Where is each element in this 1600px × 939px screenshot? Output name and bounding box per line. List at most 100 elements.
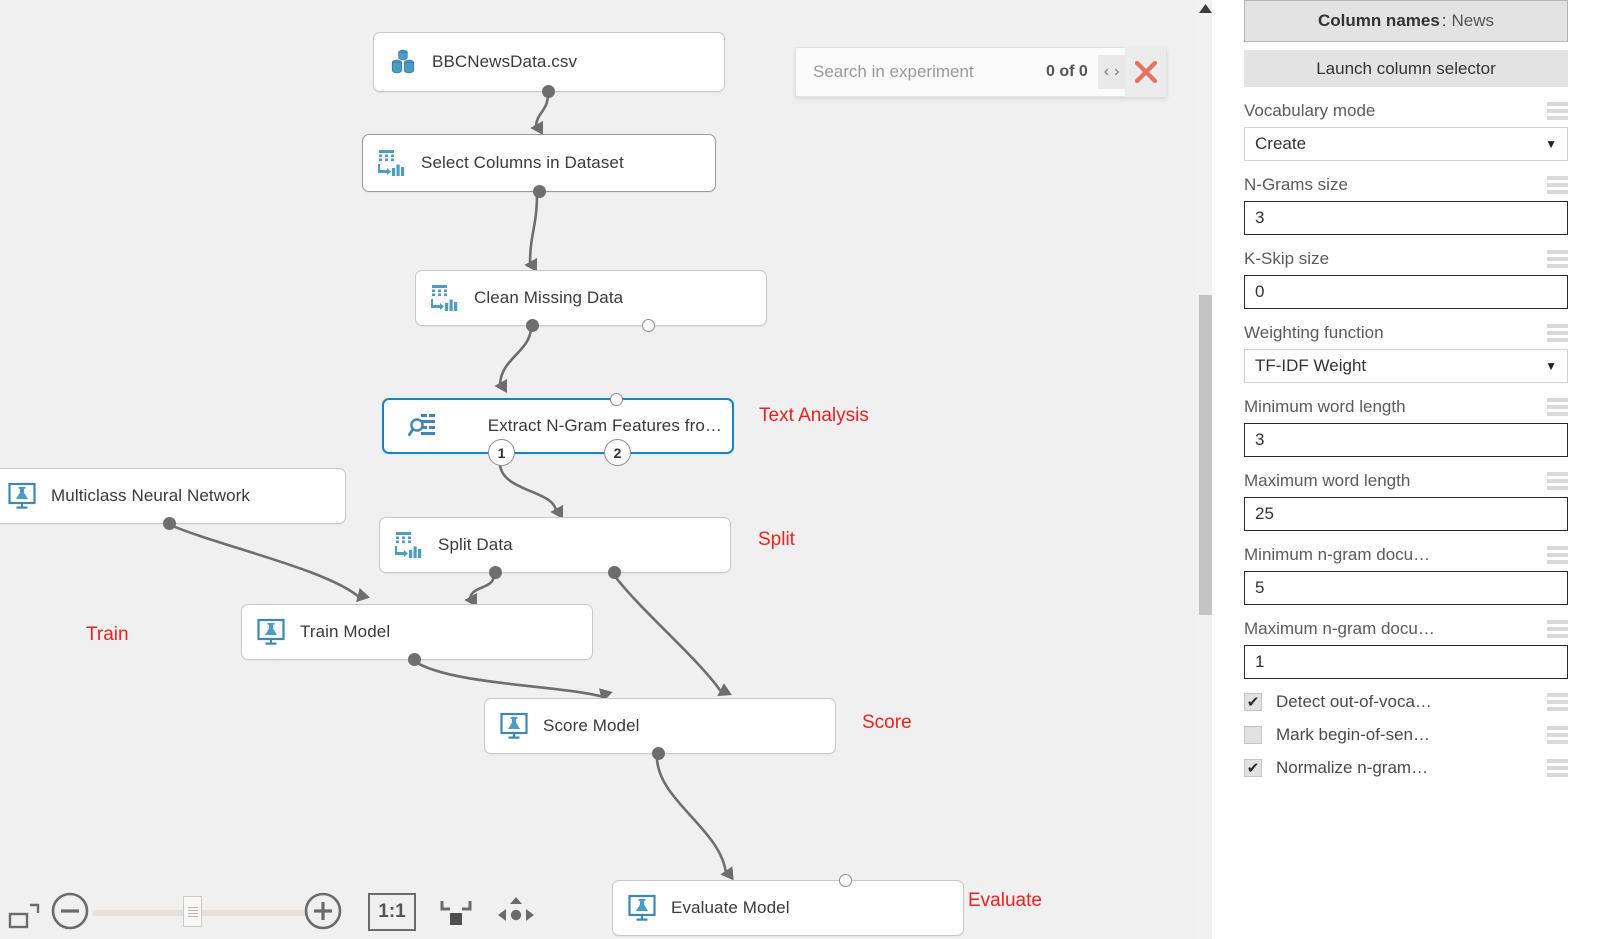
checkbox-label: Normalize n-gram…	[1276, 758, 1429, 777]
parameter-options-icon[interactable]	[1547, 620, 1568, 638]
annotation-evaluate: Evaluate	[968, 890, 1042, 911]
parameter-options-icon[interactable]	[1547, 472, 1568, 490]
fit-to-window-button[interactable]	[434, 897, 478, 931]
field-label: Minimum n-gram docu…	[1244, 545, 1431, 564]
checkbox-icon[interactable]	[1244, 726, 1262, 744]
field-label: Maximum n-gram docu…	[1244, 619, 1435, 638]
checkbox-label: Mark begin-of-sen…	[1276, 725, 1431, 744]
parameter-options-icon[interactable]	[1547, 250, 1568, 268]
field-maximum-word-length: Maximum word length 25	[1244, 471, 1568, 531]
checkbox-detect-out-of-vocabulary[interactable]: Detect out-of-voca…	[1244, 692, 1568, 712]
weighting-function-select[interactable]: TF-IDF Weight ▼	[1244, 349, 1568, 383]
node-label: Train Model	[300, 622, 391, 641]
node-select-columns-in-dataset[interactable]: Select Columns in Dataset	[362, 134, 716, 198]
node-evaluate-model[interactable]: Evaluate Model	[612, 874, 964, 936]
field-value: Create	[1255, 134, 1307, 153]
output-port-1[interactable]	[489, 566, 502, 579]
node-label: Extract N-Gram Features fro…	[487, 416, 722, 435]
model-icon	[627, 893, 657, 923]
output-port-2[interactable]: 2	[604, 439, 631, 466]
n-grams-size-input[interactable]: 3	[1244, 201, 1568, 235]
node-multiclass-neural-network[interactable]: Multiclass Neural Network	[0, 468, 346, 530]
output-port[interactable]	[163, 517, 176, 530]
table-icon	[377, 148, 407, 178]
maximum-word-length-input[interactable]: 25	[1244, 497, 1568, 531]
annotation-train: Train	[86, 624, 129, 645]
zoom-out-button[interactable]	[50, 891, 90, 931]
actual-size-button[interactable]: 1:1	[368, 893, 416, 931]
output-port-1[interactable]: 1	[488, 439, 515, 466]
node-label: Split Data	[438, 535, 513, 554]
node-extract-n-gram-features[interactable]: Extract N-Gram Features fro… 1 2	[382, 393, 734, 466]
minimum-n-gram-document-input[interactable]: 5	[1244, 571, 1568, 605]
checkbox-mark-begin-of-sentence[interactable]: Mark begin-of-sen…	[1244, 725, 1568, 745]
search-in-experiment-box[interactable]: 0 of 0 ‹ ›	[795, 47, 1167, 97]
parameter-options-icon[interactable]	[1547, 726, 1568, 744]
search-next-icon[interactable]: ›	[1114, 63, 1120, 80]
node-label: Select Columns in Dataset	[421, 153, 624, 172]
field-label: Maximum word length	[1244, 471, 1411, 490]
output-port-1[interactable]	[526, 319, 539, 332]
ngram-icon	[407, 411, 438, 441]
experiment-canvas[interactable]: BBCNewsData.csv Select Columns in Datase…	[0, 0, 1212, 939]
checkbox-label: Detect out-of-voca…	[1276, 692, 1432, 711]
scroll-up-arrow-icon[interactable]	[1199, 4, 1212, 16]
output-port[interactable]	[408, 653, 421, 666]
node-bbcnewsdata-csv[interactable]: BBCNewsData.csv	[373, 32, 725, 98]
node-score-model[interactable]: Score Model	[484, 698, 836, 760]
field-label: K-Skip size	[1244, 249, 1330, 268]
parameter-options-icon[interactable]	[1547, 759, 1568, 777]
dataset-icon	[388, 47, 418, 77]
node-label: Multiclass Neural Network	[51, 486, 250, 505]
table-icon	[394, 530, 424, 560]
search-result-count: 0 of 0	[1046, 63, 1088, 80]
input-port-2[interactable]	[610, 393, 623, 406]
output-port[interactable]	[542, 85, 555, 98]
parameter-options-icon[interactable]	[1547, 546, 1568, 564]
model-icon	[499, 711, 529, 741]
search-prev-icon[interactable]: ‹	[1103, 63, 1110, 80]
node-split-data[interactable]: Split Data	[379, 517, 731, 579]
parameter-options-icon[interactable]	[1547, 102, 1568, 120]
search-nav-group[interactable]: ‹ ›	[1097, 55, 1126, 89]
field-maximum-n-gram-document-ratio: Maximum n-gram docu… 1	[1244, 619, 1568, 679]
parameter-options-icon[interactable]	[1547, 398, 1568, 416]
input-port-2[interactable]	[839, 874, 852, 887]
field-label: Vocabulary mode	[1244, 101, 1376, 120]
maximum-n-gram-document-input[interactable]: 1	[1244, 645, 1568, 679]
column-names-display[interactable]: Column names: News	[1244, 0, 1568, 42]
pan-icon	[498, 897, 534, 921]
launch-column-selector-button[interactable]: Launch column selector	[1244, 50, 1568, 87]
field-vocabulary-mode: Vocabulary mode Create ▼	[1244, 101, 1568, 161]
checkbox-icon[interactable]	[1244, 693, 1262, 711]
scrollbar-thumb[interactable]	[1199, 295, 1212, 615]
output-port-2[interactable]	[608, 566, 621, 579]
checkbox-icon[interactable]	[1244, 759, 1262, 777]
vocabulary-mode-select[interactable]: Create ▼	[1244, 127, 1568, 161]
annotation-score: Score	[862, 712, 912, 733]
output-port-2[interactable]	[642, 319, 655, 332]
chevron-down-icon[interactable]: ▼	[1545, 359, 1557, 373]
node-clean-missing-data[interactable]: Clean Missing Data	[415, 270, 767, 332]
chevron-down-icon[interactable]: ▼	[1545, 137, 1557, 151]
node-train-model[interactable]: Train Model	[241, 604, 593, 666]
parameter-options-icon[interactable]	[1547, 324, 1568, 342]
fullscreen-toggle-button[interactable]	[8, 901, 42, 931]
field-label: Weighting function	[1244, 323, 1384, 342]
k-skip-size-input[interactable]: 0	[1244, 275, 1568, 309]
minimum-word-length-input[interactable]: 3	[1244, 423, 1568, 457]
zoom-slider-thumb[interactable]	[183, 896, 202, 927]
output-port[interactable]	[652, 747, 665, 760]
canvas-toolbar: 1:1	[0, 879, 1196, 939]
zoom-in-button[interactable]	[303, 891, 343, 931]
parameter-options-icon[interactable]	[1547, 693, 1568, 711]
search-close-button[interactable]	[1125, 47, 1166, 97]
output-port[interactable]	[533, 185, 546, 198]
field-label: Minimum word length	[1244, 397, 1406, 416]
pan-tool-button[interactable]	[492, 895, 540, 931]
search-input[interactable]	[796, 47, 1036, 97]
checkbox-normalize-n-gram[interactable]: Normalize n-gram…	[1244, 758, 1568, 778]
field-minimum-n-gram-document-frequency: Minimum n-gram docu… 5	[1244, 545, 1568, 605]
parameter-options-icon[interactable]	[1547, 176, 1568, 194]
model-icon	[7, 481, 37, 511]
